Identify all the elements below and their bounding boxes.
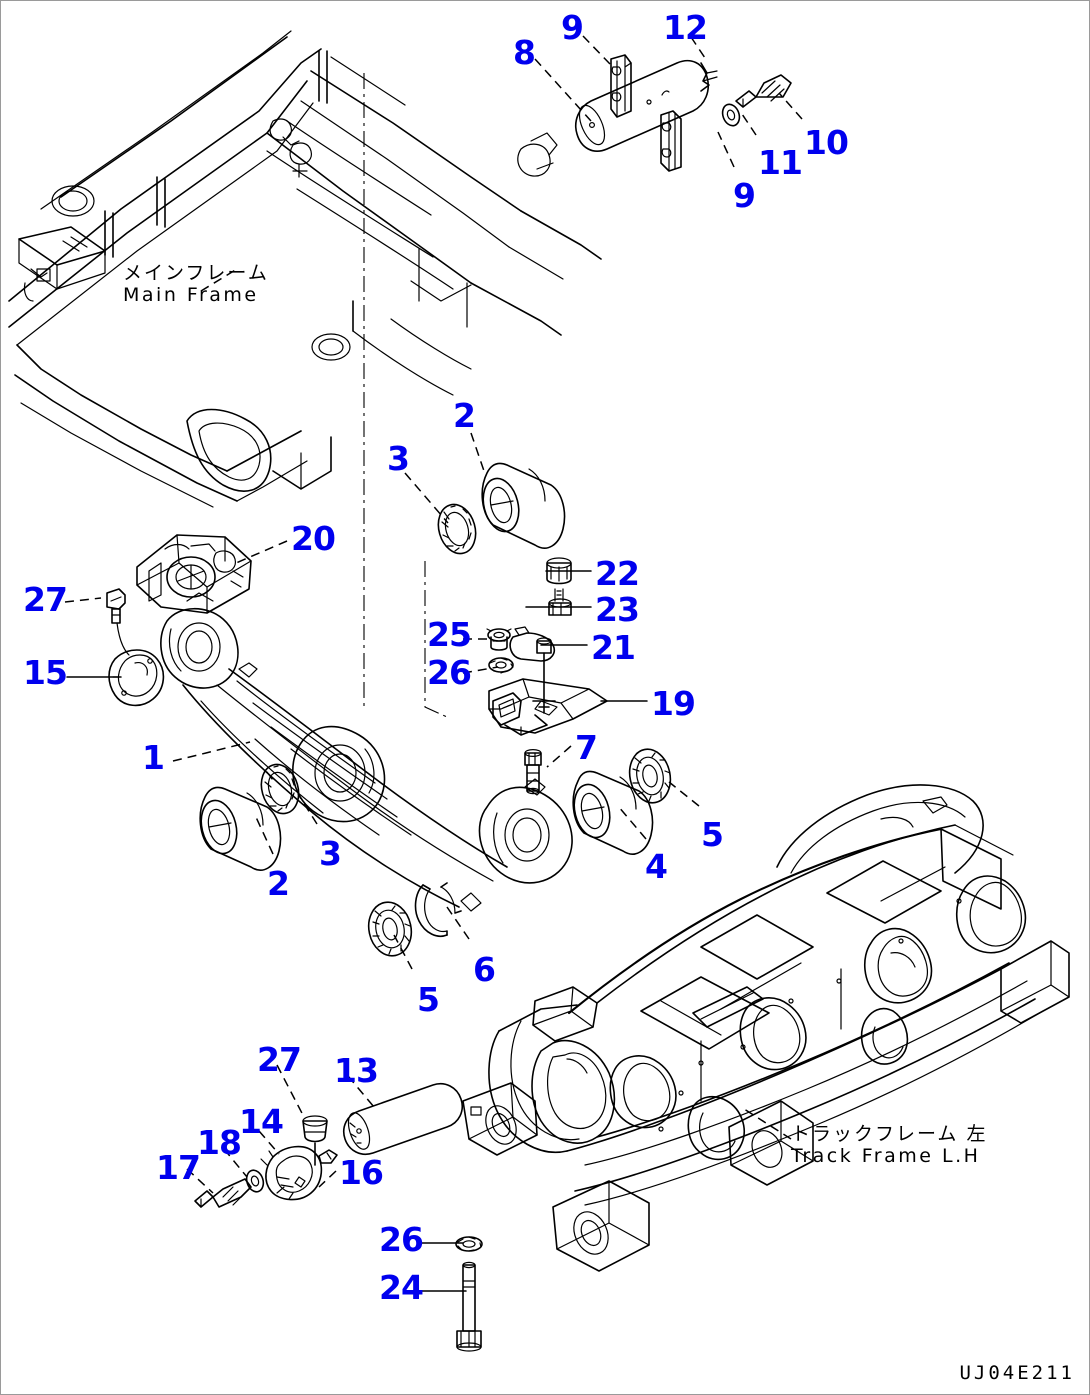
callout-2a[interactable]: 2 [453,396,476,435]
part-19-retainer-plate [488,678,608,736]
callout-25[interactable]: 25 [427,615,472,654]
callout-14[interactable]: 14 [239,1102,284,1141]
part-14-lock-plate [260,1145,323,1201]
callout-24[interactable]: 24 [379,1268,424,1307]
part-1-equalizer-bar [160,592,573,912]
callout-20[interactable]: 20 [291,519,336,558]
seal-centerline [424,561,448,718]
part-4-bushing-right [572,770,654,855]
callout-3a[interactable]: 3 [387,439,410,478]
callout-10[interactable]: 10 [804,123,849,162]
part-20-bracket [136,534,252,614]
part-27-plug-upper [106,588,130,656]
callout-4[interactable]: 4 [645,847,668,886]
part-22-cap [546,557,572,585]
callout-13[interactable]: 13 [334,1051,379,1090]
callout-16[interactable]: 16 [339,1153,384,1192]
leader-lines [64,35,803,1292]
assembly-label-track-frame-en: Track Frame L.H [791,1144,981,1167]
part-24-long-bolt [456,1261,482,1352]
part-11-washer [721,103,741,127]
callout-21[interactable]: 21 [591,628,636,667]
callout-7[interactable]: 7 [575,728,598,767]
callout-23[interactable]: 23 [595,590,640,629]
callout-6[interactable]: 6 [473,950,496,989]
assembly-label-main-frame: メインフレーム Main Frame [123,262,269,307]
part-7-lock-pin [524,748,542,795]
assembly-label-track-frame-jp: トラックフレーム 左 [791,1123,988,1145]
part-23-grease-fitting [548,588,572,616]
callout-17[interactable]: 17 [156,1148,201,1187]
part-16-retainer [318,1149,338,1164]
callout-15[interactable]: 15 [23,653,68,692]
drawing-number: UJ04E211 [959,1362,1075,1384]
callout-9b[interactable]: 9 [733,176,756,215]
callout-12[interactable]: 12 [663,8,708,47]
assembly-label-main-frame-en: Main Frame [123,283,259,306]
part-25-washer [486,628,512,651]
part-5-seal-right [628,748,672,804]
callout-5a[interactable]: 5 [701,815,724,854]
part-21-lube-elbow [509,626,556,714]
assembly-label-track-frame: トラックフレーム 左 Track Frame L.H [791,1123,988,1168]
part-8-pin [575,59,709,152]
main-frame-illustration [8,30,602,508]
part-15-cap [108,649,165,707]
callout-9a[interactable]: 9 [561,8,584,47]
callout-22[interactable]: 22 [595,554,640,593]
part-9-retainer-upper [610,54,632,118]
callout-26b[interactable]: 26 [379,1220,424,1259]
callout-5b[interactable]: 5 [417,980,440,1019]
part-12-clip [700,62,718,92]
part-5-seal-lower [367,901,413,957]
part-26-oring-upper [488,657,514,674]
callout-1[interactable]: 1 [142,738,165,777]
part-10-bolt [735,74,792,108]
callout-3b[interactable]: 3 [319,834,342,873]
part-26-washer-bottom [455,1236,483,1252]
callout-19[interactable]: 19 [651,684,696,723]
assembly-label-main-frame-jp: メインフレーム [123,262,269,284]
part-13-pin-lower [343,1083,463,1155]
callout-11[interactable]: 11 [758,143,803,182]
part-2-bushing-lower [199,786,282,871]
part-9-retainer-lower [660,110,682,172]
part-3-seal-upper [437,503,477,555]
part-3-seal-lower [260,763,300,815]
part-27-plug-lower [302,1115,328,1166]
callout-8[interactable]: 8 [513,33,536,72]
track-frame-illustration [462,784,1070,1272]
part-2-bushing-upper [481,462,566,549]
part-6-split-ring [414,882,462,937]
part-17-bolt [194,1178,252,1208]
callout-26a[interactable]: 26 [427,653,472,692]
callout-2b[interactable]: 2 [267,864,290,903]
callout-27a[interactable]: 27 [23,580,68,619]
callout-27b[interactable]: 27 [257,1040,302,1079]
callout-18[interactable]: 18 [197,1123,242,1162]
